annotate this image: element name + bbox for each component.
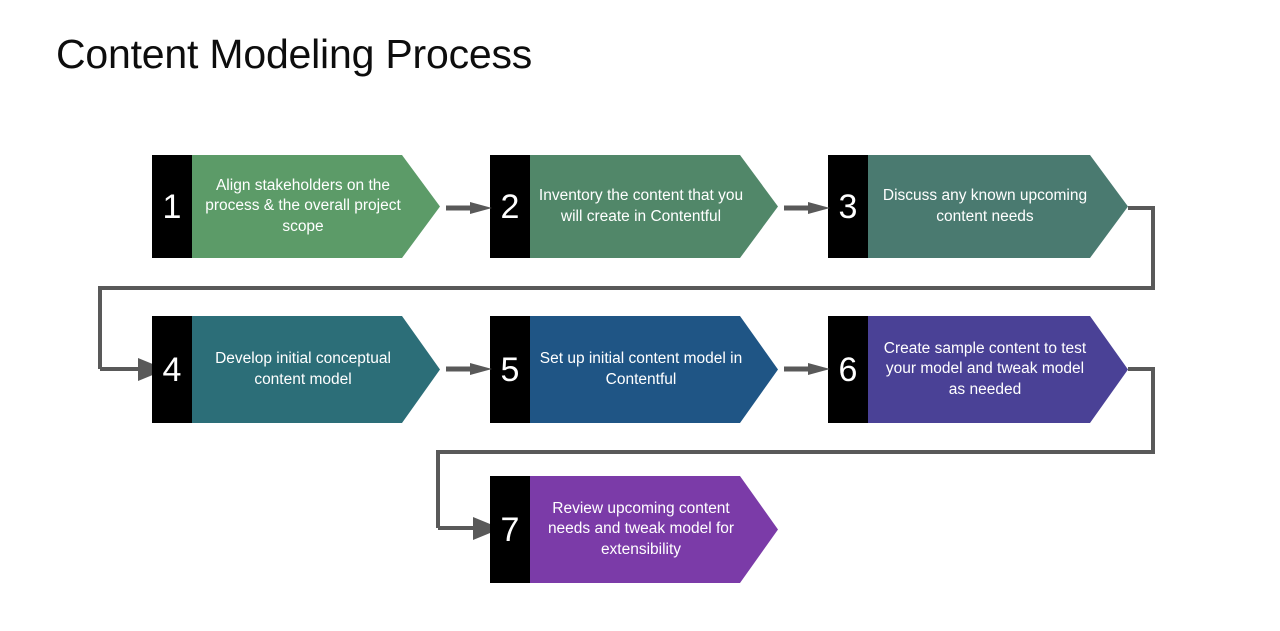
step-body-5: Set up initial content model in Contentf… xyxy=(530,316,778,423)
step-label-4: Develop initial conceptual content model xyxy=(215,349,391,388)
process-step-3[interactable]: 3 Discuss any known upcoming content nee… xyxy=(828,155,1128,258)
step-number-6: 6 xyxy=(828,316,868,423)
process-step-4[interactable]: 4 Develop initial conceptual content mod… xyxy=(152,316,440,423)
step-body-4: Develop initial conceptual content model xyxy=(192,316,440,423)
arrow-5-to-6 xyxy=(784,363,830,375)
step-number-3: 3 xyxy=(828,155,868,258)
step-label-7: Review upcoming content needs and tweak … xyxy=(547,499,735,558)
step-body-7: Review upcoming content needs and tweak … xyxy=(530,476,778,583)
step-label-3: Discuss any known upcoming content needs xyxy=(882,186,1088,225)
step-number-7: 7 xyxy=(490,476,530,583)
process-step-5[interactable]: 5 Set up initial content model in Conten… xyxy=(490,316,778,423)
step-body-6: Create sample content to test your model… xyxy=(868,316,1128,423)
process-step-1[interactable]: 1 Align stakeholders on the process & th… xyxy=(152,155,440,258)
step-number-4: 4 xyxy=(152,316,192,423)
step-label-5: Set up initial content model in Contentf… xyxy=(539,349,743,388)
step-label-6: Create sample content to test your model… xyxy=(883,339,1087,398)
process-step-2[interactable]: 2 Inventory the content that you will cr… xyxy=(490,155,778,258)
step-body-1: Align stakeholders on the process & the … xyxy=(192,155,440,258)
connector-6-to-7 xyxy=(436,367,1155,540)
step-label-2: Inventory the content that you will crea… xyxy=(538,186,744,225)
page-title: Content Modeling Process xyxy=(56,31,533,77)
process-step-7[interactable]: 7 Review upcoming content needs and twea… xyxy=(490,476,778,583)
arrow-4-to-5 xyxy=(446,363,492,375)
step-number-2: 2 xyxy=(490,155,530,258)
arrow-2-to-3 xyxy=(784,202,830,214)
step-body-2: Inventory the content that you will crea… xyxy=(530,155,778,258)
process-step-6[interactable]: 6 Create sample content to test your mod… xyxy=(828,316,1128,423)
step-number-1: 1 xyxy=(152,155,192,258)
step-body-3: Discuss any known upcoming content needs xyxy=(868,155,1128,258)
step-label-1: Align stakeholders on the process & the … xyxy=(205,176,401,235)
step-number-5: 5 xyxy=(490,316,530,423)
arrow-1-to-2 xyxy=(446,202,492,214)
